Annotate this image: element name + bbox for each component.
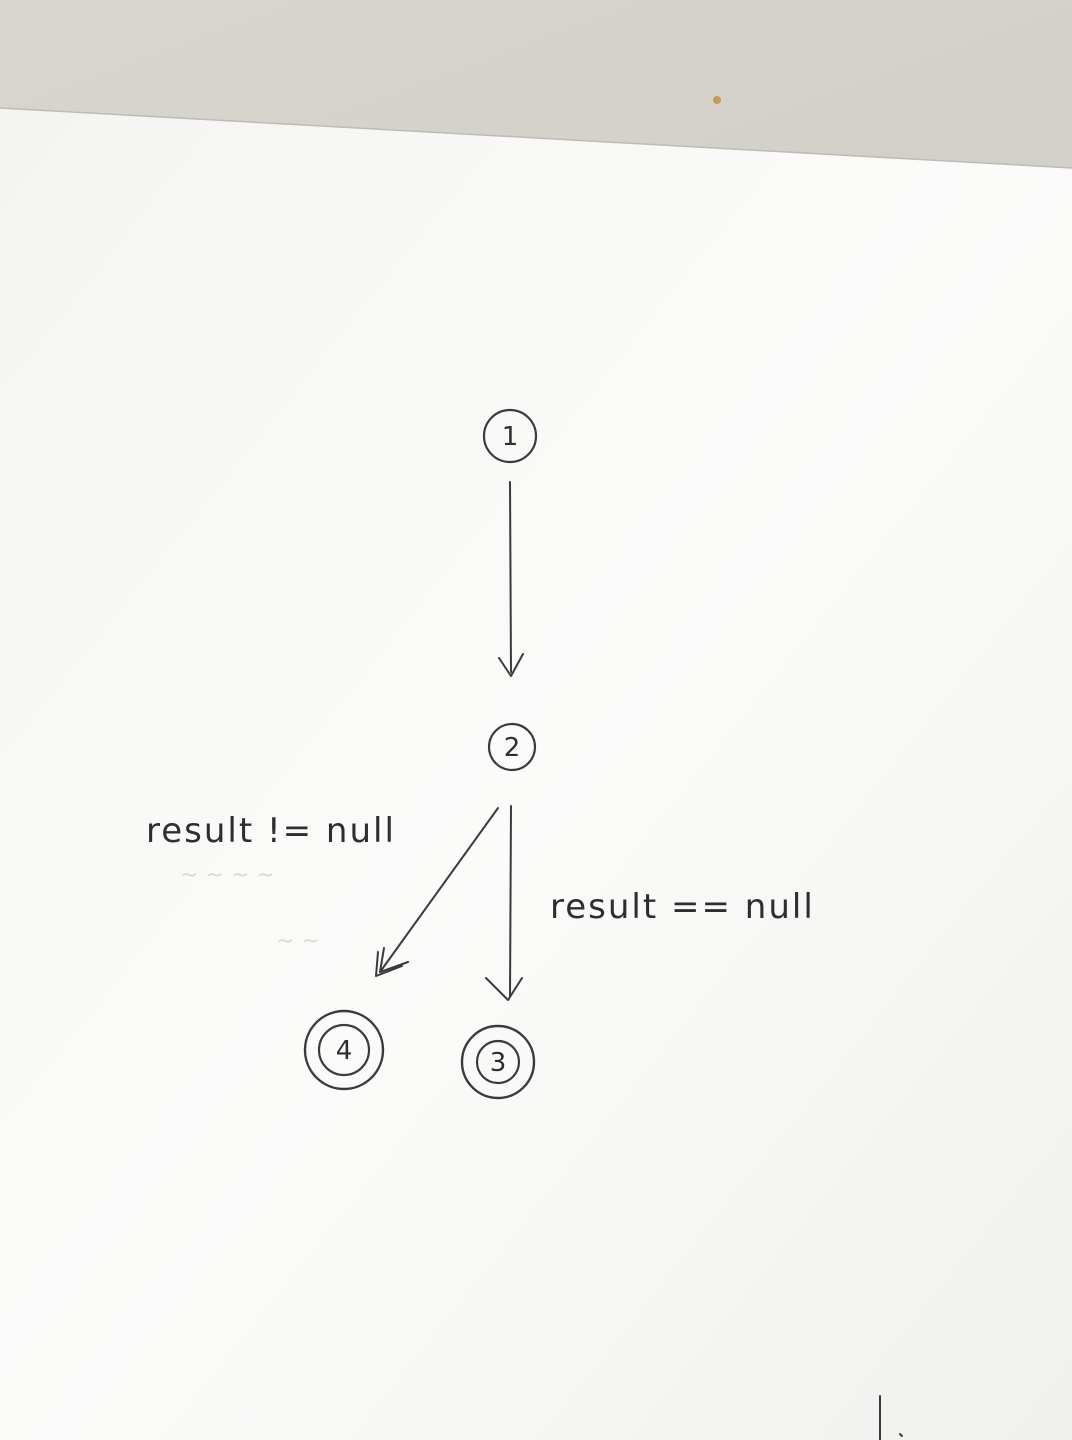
- node-3: 3: [460, 1024, 536, 1100]
- node-3-outer-circle: [460, 1024, 536, 1100]
- node-2-circle: [487, 722, 537, 772]
- node-1-circle: [482, 408, 538, 464]
- edge-1-to-2-line: [509, 481, 512, 673]
- node-3-label: 3: [490, 1048, 507, 1078]
- stray-pencil-dot: [899, 1433, 903, 1437]
- bleed-through-marks-2: ~ ~: [276, 929, 320, 954]
- edge-1-to-2: [498, 481, 524, 677]
- node-4-inner-circle: [317, 1023, 371, 1077]
- edge-2-to-3-line: [509, 805, 512, 997]
- node-1-label: 1: [502, 422, 519, 452]
- edge-2-to-4: [375, 807, 499, 977]
- node-4: 4: [303, 1009, 385, 1091]
- edge-2-to-3: [485, 805, 523, 1001]
- node-3-inner-circle: [475, 1039, 521, 1085]
- node-1: 1: [482, 408, 538, 464]
- bleed-through-marks: ~ ~ ~ ~: [180, 863, 275, 888]
- node-2-label: 2: [504, 733, 521, 763]
- node-2: 2: [487, 722, 537, 772]
- edge-2-to-4-arrowhead: [375, 947, 409, 977]
- desk-speck: [713, 96, 721, 104]
- edge-2-to-4-line: [379, 807, 499, 973]
- node-4-outer-circle: [303, 1009, 385, 1091]
- edge-label-result-not-null: result != null: [146, 811, 396, 851]
- edge-2-to-3-arrowhead: [485, 977, 523, 1001]
- edge-label-result-is-null: result == null: [550, 887, 815, 927]
- edge-1-to-2-arrowhead: [498, 653, 524, 677]
- node-4-label: 4: [336, 1036, 353, 1066]
